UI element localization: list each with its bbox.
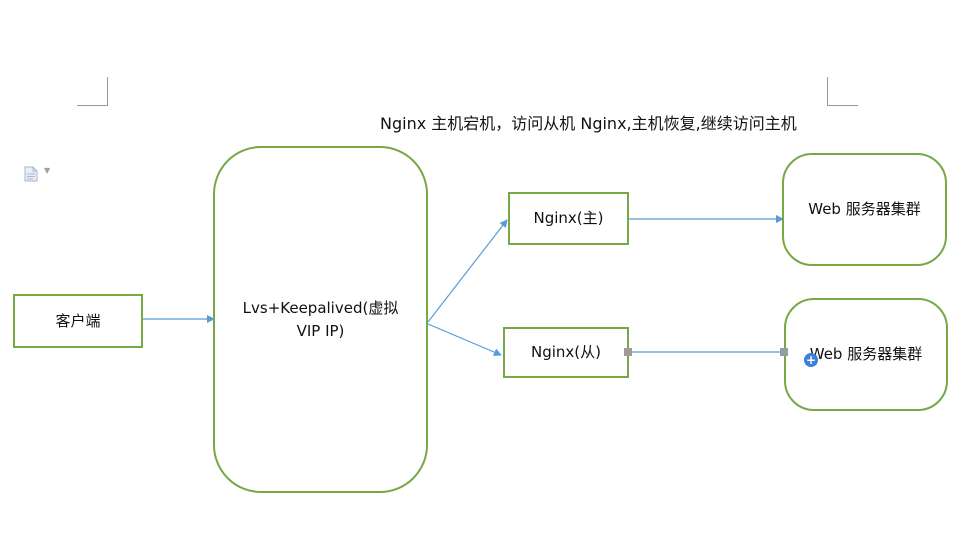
caret-down-icon[interactable]: ▼ xyxy=(44,166,51,175)
nginx-master-label: Nginx(主) xyxy=(533,209,604,228)
web-cluster-2-label: Web 服务器集群 xyxy=(809,345,923,364)
lvs-keepalived-node[interactable]: Lvs+Keepalived(虚拟 VIP IP) xyxy=(213,146,428,493)
nginx-slave-node[interactable]: Nginx(从) xyxy=(503,327,629,378)
diagram-caption: Nginx 主机宕机，访问从机 Nginx,主机恢复,继续访问主机 xyxy=(380,114,797,133)
document-icon[interactable] xyxy=(24,166,38,186)
nginx-master-node[interactable]: Nginx(主) xyxy=(508,192,629,245)
connector-end-handle[interactable] xyxy=(780,348,788,356)
web-cluster-1-node[interactable]: Web 服务器集群 xyxy=(782,153,947,266)
connector-lvs-to-nginx-master xyxy=(427,219,508,323)
client-node[interactable]: 客户端 xyxy=(13,294,143,348)
plus-circle-icon[interactable]: + xyxy=(804,353,818,367)
crop-mark-top-right xyxy=(827,77,858,106)
web-cluster-1-label: Web 服务器集群 xyxy=(808,200,921,219)
lvs-label-line-1: Lvs+Keepalived(虚拟 xyxy=(242,299,399,317)
crop-mark-top-left xyxy=(77,77,108,106)
nginx-slave-label: Nginx(从) xyxy=(531,343,601,362)
lvs-label-line-2: VIP IP) xyxy=(296,321,345,340)
connector-start-handle[interactable] xyxy=(624,348,632,356)
lvs-label: Lvs+Keepalived(虚拟 VIP IP) xyxy=(243,297,399,342)
client-label: 客户端 xyxy=(55,311,101,330)
connector-lvs-to-nginx-slave xyxy=(427,323,502,356)
